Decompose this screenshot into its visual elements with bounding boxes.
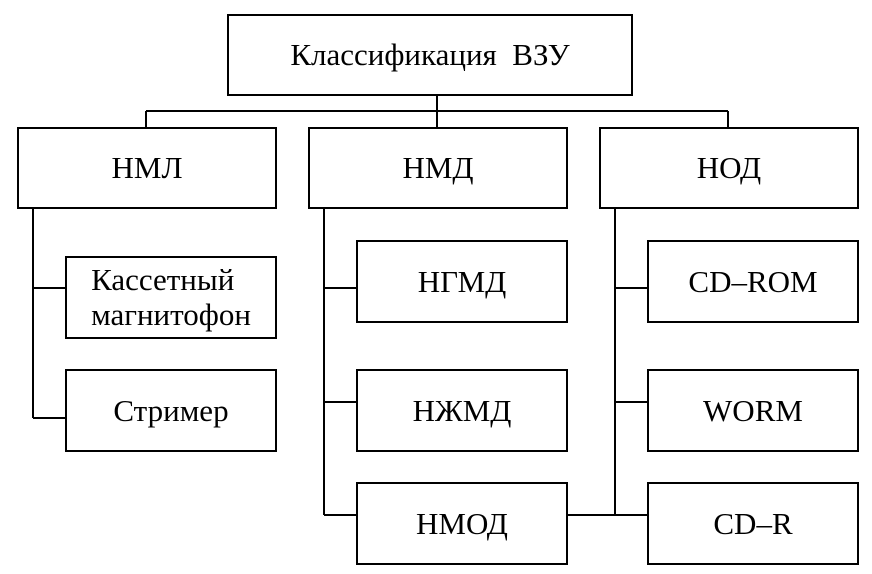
leaf-node-ngmd: НГМД xyxy=(356,240,568,323)
root-node-label: Классификация ВЗУ xyxy=(290,37,570,73)
category-node-nod: НОД xyxy=(599,127,859,209)
category-label: НМЛ xyxy=(111,150,183,186)
leaf-label: Стример xyxy=(113,392,229,428)
leaf-label: НЖМД xyxy=(412,392,512,428)
leaf-node-nzhmd: НЖМД xyxy=(356,369,568,452)
leaf-node-worm: WORM xyxy=(647,369,859,452)
leaf-node-cassette-recorder: Кассетный магнитофон xyxy=(65,256,277,339)
leaf-label: НГМД xyxy=(417,263,507,299)
root-node: Классификация ВЗУ xyxy=(227,14,633,96)
leaf-label: CD–ROM xyxy=(688,263,818,299)
leaf-label: НМОД xyxy=(416,505,508,541)
category-label: НОД xyxy=(696,150,762,186)
category-node-nml: НМЛ xyxy=(17,127,277,209)
leaf-label-line: Кассетный xyxy=(91,262,235,298)
leaf-label: WORM xyxy=(703,392,803,428)
category-label: НМД xyxy=(402,150,474,186)
leaf-label: CD–R xyxy=(713,505,793,541)
leaf-label: Кассетный магнитофон xyxy=(91,263,251,331)
category-node-nmd: НМД xyxy=(308,127,568,209)
leaf-node-cd-rom: CD–ROM xyxy=(647,240,859,323)
leaf-label-line: магнитофон xyxy=(91,296,251,332)
leaf-node-cd-r: CD–R xyxy=(647,482,859,565)
leaf-node-nmod: НМОД xyxy=(356,482,568,565)
leaf-node-streamer: Стример xyxy=(65,369,277,452)
